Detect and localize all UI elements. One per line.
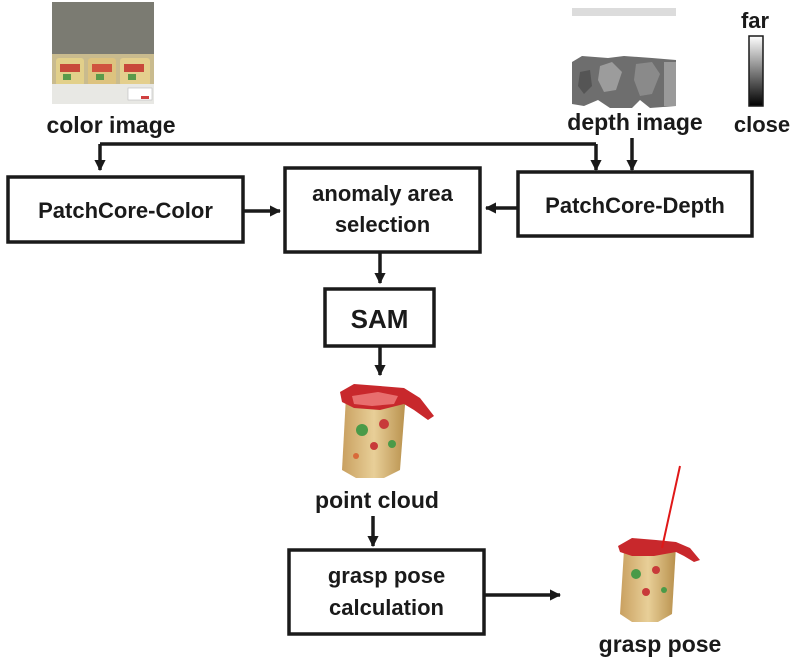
point-cloud-label: point cloud bbox=[315, 487, 439, 513]
grasp-calc-label-line2: calculation bbox=[329, 595, 444, 620]
depth-image-label: depth image bbox=[567, 109, 702, 135]
sam-node: SAM bbox=[323, 287, 436, 348]
point-cloud-image bbox=[340, 384, 434, 478]
patchcore-depth-node: PatchCore-Depth bbox=[516, 170, 754, 238]
depth-scale-bar bbox=[748, 35, 764, 107]
patchcore-color-label: PatchCore-Color bbox=[38, 198, 213, 223]
anomaly-area-selection-node: anomaly area selection bbox=[283, 166, 482, 254]
depth-scale-far-label: far bbox=[741, 8, 770, 33]
depth-scale-close-label: close bbox=[734, 112, 790, 137]
grasp-pose-calculation-node: grasp pose calculation bbox=[287, 548, 486, 636]
color-image-thumbnail bbox=[52, 2, 154, 104]
patchcore-depth-label: PatchCore-Depth bbox=[545, 193, 725, 218]
anomaly-area-label-line1: anomaly area bbox=[312, 181, 453, 206]
grasp-pose-label: grasp pose bbox=[599, 631, 722, 657]
depth-image-thumbnail bbox=[572, 8, 676, 108]
grasp-pose-image bbox=[618, 465, 700, 622]
color-image-label: color image bbox=[46, 112, 175, 138]
anomaly-area-label-line2: selection bbox=[335, 212, 430, 237]
patchcore-color-node: PatchCore-Color bbox=[6, 175, 245, 244]
grasp-calc-label-line1: grasp pose bbox=[328, 563, 445, 588]
grasp-direction-line bbox=[661, 465, 681, 549]
sam-label: SAM bbox=[351, 304, 409, 334]
